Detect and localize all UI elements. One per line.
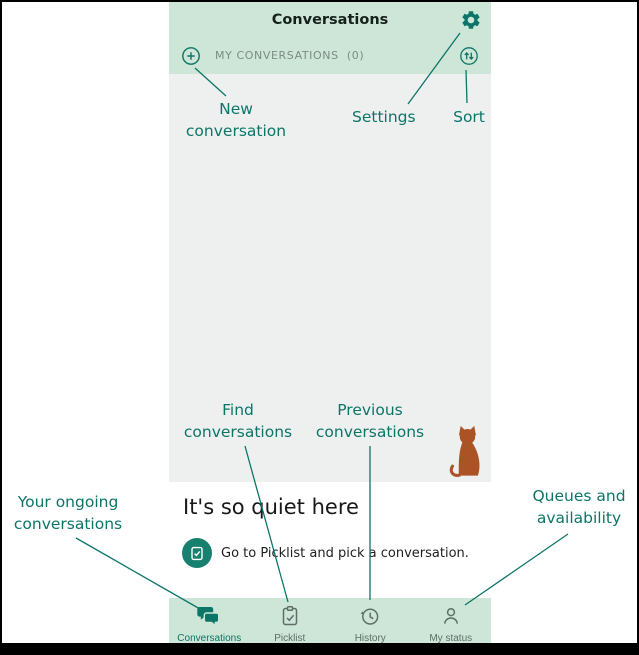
my-conversations-label: MY CONVERSATIONS (0) [215,49,365,62]
person-icon [439,604,463,631]
tab-conversations[interactable]: Conversations [169,598,250,647]
tab-picklist-label: Picklist [274,633,306,644]
empty-state-title: It's so quiet here [183,495,359,519]
phone-screen: Conversations MY CONVERSATIONS (0) [169,2,491,647]
annotation-queues-and-availability: Queues and availability [532,487,626,527]
annotation-your-ongoing-conversations: Your ongoing conversations [13,493,123,533]
bottom-tab-bar: Conversations Picklist [169,598,491,647]
plus-circle-icon [181,47,201,69]
tab-picklist[interactable]: Picklist [250,598,331,647]
empty-state: It's so quiet here Go to Picklist and pi… [169,482,491,598]
annotation-find-conversations: Find conversations [183,401,293,441]
app-header: Conversations [169,2,491,38]
sort-button[interactable] [459,46,479,66]
tab-my-status-label: My status [429,633,473,644]
annotation-settings: Settings [352,108,416,126]
conversation-list-empty [169,74,491,482]
clipboard-check-icon [278,604,302,631]
tab-history-label: History [354,633,386,644]
conversations-toolbar: MY CONVERSATIONS (0) [169,38,491,74]
empty-state-hint-row: Go to Picklist and pick a conversation. [182,538,483,568]
chat-bubbles-icon [196,604,222,631]
bottom-black-bar [2,643,637,653]
gear-icon [460,11,482,34]
picklist-badge-icon [182,538,212,568]
annotation-sort: Sort [453,108,485,126]
annotation-new-conversation: New conversation [185,100,287,140]
cat-illustration [448,424,486,482]
annotation-previous-conversations: Previous conversations [315,401,425,441]
page-title: Conversations [271,12,389,28]
sort-arrows-icon [459,47,479,69]
tab-my-status[interactable]: My status [411,598,492,647]
new-conversation-button[interactable] [181,46,201,66]
tab-history[interactable]: History [330,598,411,647]
history-clock-icon [358,604,382,631]
settings-button[interactable] [460,9,482,31]
tab-conversations-label: Conversations [177,633,242,644]
empty-state-hint: Go to Picklist and pick a conversation. [221,545,469,561]
